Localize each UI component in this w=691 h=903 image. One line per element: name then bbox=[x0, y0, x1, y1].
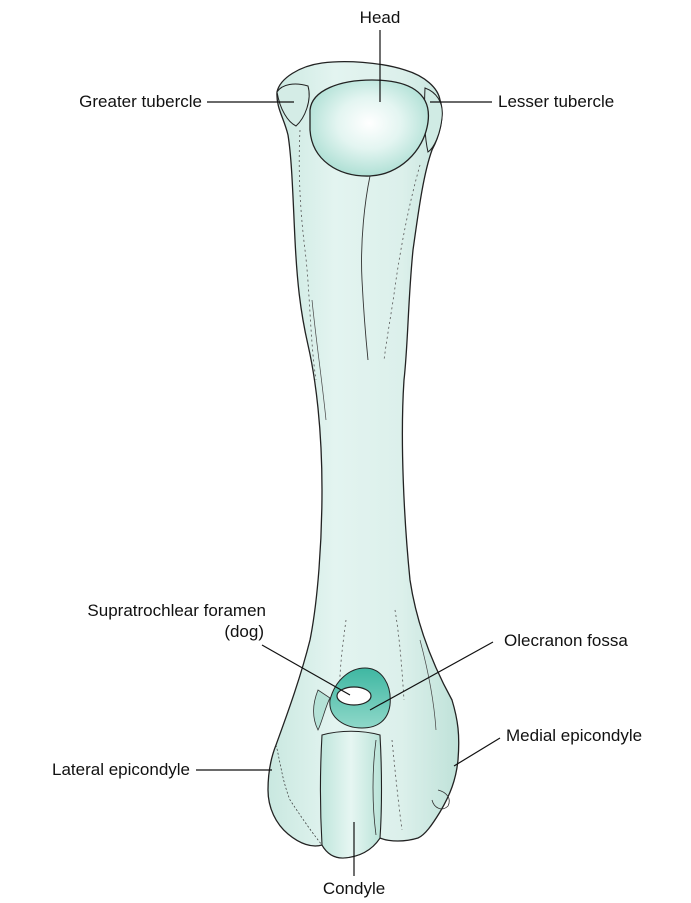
leader-medial-epicondyle bbox=[454, 738, 500, 766]
label-supratrochlear-foramen: Supratrochlear foramen bbox=[8, 601, 266, 621]
condyle-shape bbox=[321, 731, 382, 858]
label-medial-epicondyle: Medial epicondyle bbox=[506, 726, 642, 746]
label-head: Head bbox=[356, 8, 404, 28]
supratrochlear-foramen-hole bbox=[337, 687, 371, 705]
label-condyle: Condyle bbox=[304, 879, 404, 899]
label-lesser-tubercle: Lesser tubercle bbox=[498, 92, 614, 112]
label-greater-tubercle: Greater tubercle bbox=[20, 92, 202, 112]
label-supratrochlear-foramen-note: (dog) bbox=[160, 622, 264, 642]
label-olecranon-fossa: Olecranon fossa bbox=[504, 631, 628, 651]
label-lateral-epicondyle: Lateral epicondyle bbox=[8, 760, 190, 780]
